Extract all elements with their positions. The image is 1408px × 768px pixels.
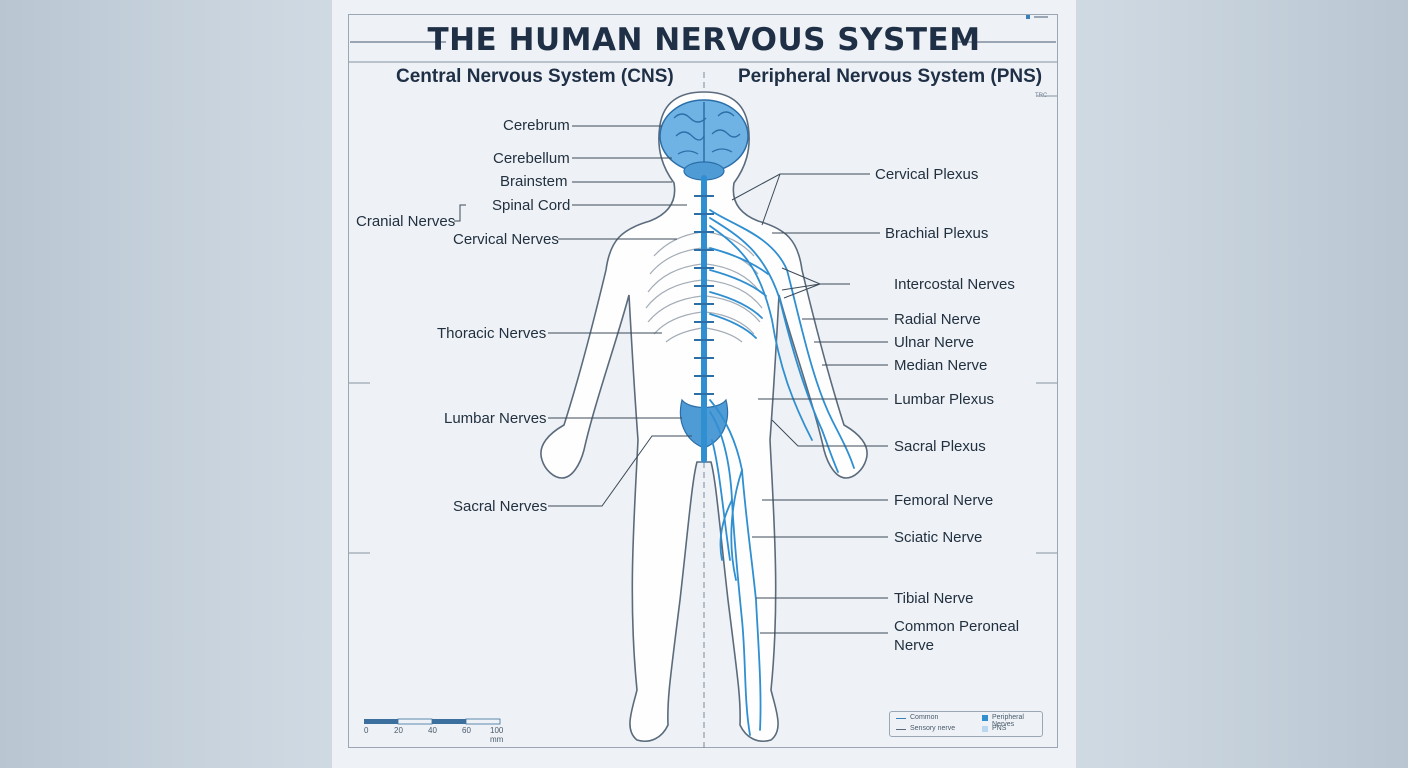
scale-tick-0: 0 xyxy=(364,726,369,735)
label-lumbar-plexus: Lumbar Plexus xyxy=(894,391,995,408)
label-tibial-nerve: Tibial Nerve xyxy=(894,590,974,607)
scale-bar: 0 20 40 60 100 mm xyxy=(364,714,504,744)
label-cervical-plexus: Cervical Plexus xyxy=(875,166,979,183)
legend-item-common: Common xyxy=(910,714,939,721)
label-radial-nerve: Radial Nerve xyxy=(894,311,981,328)
scale-tick-40: 40 xyxy=(428,726,437,735)
vertebrae xyxy=(694,195,714,395)
label-sacral-nerves: Sacral Nerves xyxy=(453,498,548,515)
legend-swatch-pns xyxy=(982,726,988,732)
title-rule-left xyxy=(350,41,446,43)
cns-leaders xyxy=(454,125,692,507)
scale-tick-20: 20 xyxy=(394,726,403,735)
page-title: THE HUMAN NERVOUS SYSTEM xyxy=(427,22,981,58)
label-cervical-nerves: Cervical Nerves xyxy=(453,231,559,248)
label-thoracic-nerves: Thoracic Nerves xyxy=(437,325,547,342)
label-common-peroneal-line2: Nerve xyxy=(894,637,935,654)
pns-heading: Peripheral Nervous System (PNS) xyxy=(738,66,1043,87)
label-sacral-plexus: Sacral Plexus xyxy=(894,438,986,455)
scale-tick-100: 100 mm xyxy=(490,726,504,744)
scale-bar-graphic xyxy=(364,718,501,725)
legend-item-pns: PNS xyxy=(992,725,1007,732)
diagram-poster: THE HUMAN NERVOUS SYSTEM Central Nervous… xyxy=(332,0,1076,768)
label-ulnar-nerve: Ulnar Nerve xyxy=(894,334,975,351)
nervous-system-illustration xyxy=(348,61,1058,748)
legend-item-sensory: Sensory nerve xyxy=(910,725,956,732)
label-common-peroneal: Common Peroneal xyxy=(894,618,1020,635)
label-lumbar-nerves: Lumbar Nerves xyxy=(444,410,547,427)
label-intercostal-nerves: Intercostal Nerves xyxy=(894,276,1015,293)
label-brachial-plexus: Brachial Plexus xyxy=(885,225,989,242)
brain xyxy=(659,99,749,181)
label-cerebellum: Cerebellum xyxy=(493,150,570,167)
legend-item-peripheral: Peripheral Nerves xyxy=(992,714,1024,728)
scale-tick-60: 60 xyxy=(462,726,471,735)
corner-indicator xyxy=(1026,15,1050,21)
legend-swatch-common xyxy=(896,718,906,719)
legend-swatch-peripheral xyxy=(982,715,988,721)
label-femoral-nerve: Femoral Nerve xyxy=(894,492,994,509)
cns-heading: Central Nervous System (CNS) xyxy=(396,66,674,87)
label-median-nerve: Median Nerve xyxy=(894,357,988,374)
label-sciatic-nerve: Sciatic Nerve xyxy=(894,529,983,546)
legend-swatch-sensory xyxy=(896,729,906,730)
label-cranial-nerves: Cranial Nerves xyxy=(356,213,456,230)
legend: Common Peripheral Nerves Sensory nerve P… xyxy=(889,711,1043,737)
diagram-frame xyxy=(348,14,1058,748)
pns-leaders xyxy=(731,173,888,634)
label-brainstem: Brainstem xyxy=(500,173,568,190)
title-rule-right xyxy=(954,41,1056,43)
label-spinal-cord: Spinal Cord xyxy=(492,197,571,214)
label-cerebrum: Cerebrum xyxy=(503,117,570,134)
